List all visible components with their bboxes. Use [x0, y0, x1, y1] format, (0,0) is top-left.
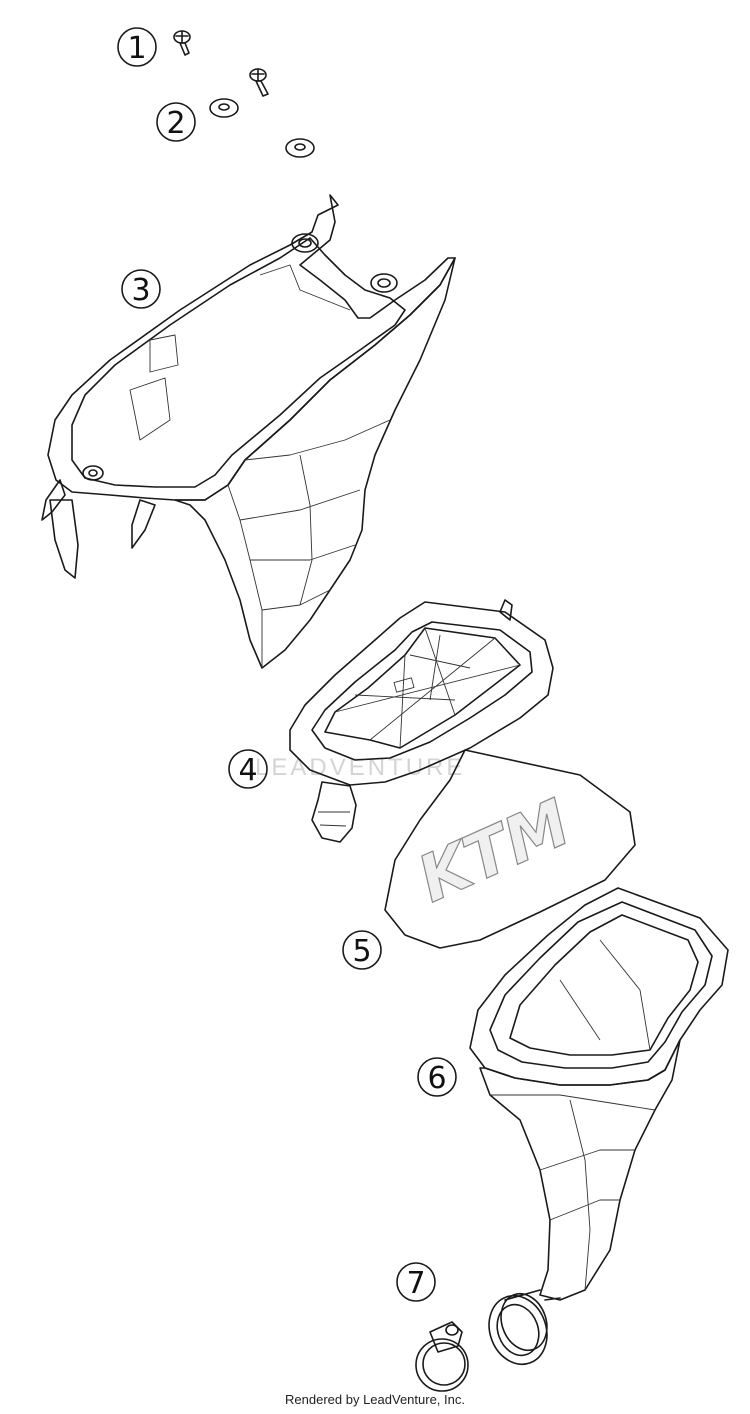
callout-3: 3 [121, 269, 161, 309]
svg-text:7: 7 [406, 1266, 425, 1301]
svg-text:5: 5 [352, 934, 371, 969]
part-6-intake-boot[interactable] [469, 887, 729, 1372]
callout-5: 5 [342, 930, 382, 970]
callout-2: 2 [156, 102, 196, 142]
svg-text:3: 3 [131, 273, 150, 308]
callout-7: 7 [396, 1262, 436, 1302]
washer-1 [209, 98, 239, 118]
callout-6: 6 [417, 1057, 457, 1097]
part-1-screws[interactable] [173, 30, 269, 97]
part-4-filter-cage[interactable] [289, 599, 554, 843]
washer-2 [285, 138, 315, 158]
ktm-logo: KTM [408, 786, 581, 917]
callout-1: 1 [117, 27, 157, 67]
part-2-washers[interactable] [209, 98, 315, 158]
watermark: LEADVENTURE [255, 754, 465, 781]
screw-2 [249, 68, 269, 97]
screw-1 [173, 30, 191, 56]
svg-text:6: 6 [427, 1061, 446, 1096]
svg-text:4: 4 [238, 753, 257, 788]
callout-4: 4 [228, 749, 268, 789]
part-3-airbox-housing[interactable] [41, 194, 456, 669]
svg-text:2: 2 [166, 106, 185, 141]
part-7-hose-clamp[interactable] [415, 1321, 469, 1392]
svg-text:1: 1 [127, 31, 146, 66]
footer-credit: Rendered by LeadVenture, Inc. [285, 1392, 465, 1407]
